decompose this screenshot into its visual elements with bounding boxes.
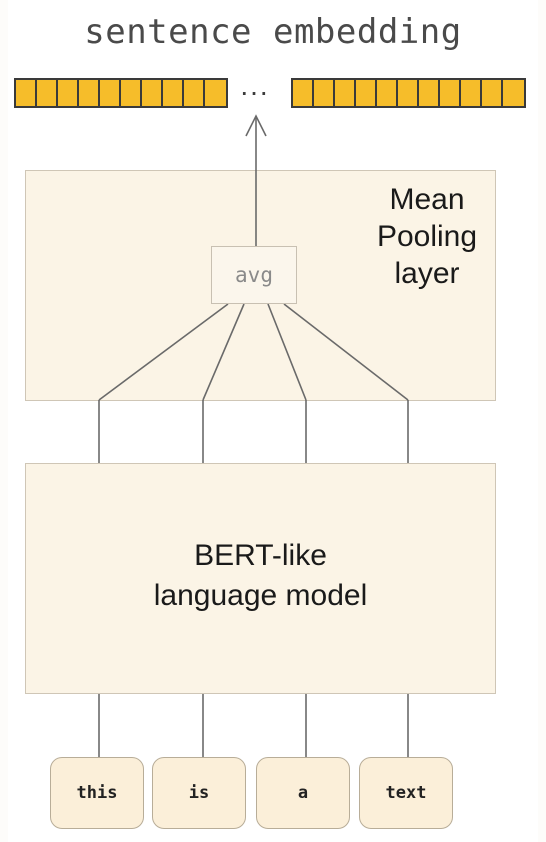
embedding-cell	[58, 80, 79, 106]
embedding-cell	[184, 80, 205, 106]
embedding-cell	[16, 80, 37, 106]
pooling-label-line: Pooling	[376, 220, 478, 253]
diagram-title: sentence embedding	[84, 12, 462, 52]
pooling-label-line: layer	[394, 257, 460, 290]
embedding-cell	[121, 80, 142, 106]
pooling-label: Mean Pooling layer	[367, 181, 487, 292]
fan-line	[267, 303, 307, 401]
embedding-cell	[335, 80, 356, 106]
embedding-cell	[377, 80, 398, 106]
embedding-cell	[293, 80, 314, 106]
token-box: a	[256, 757, 350, 829]
embedding-cell	[37, 80, 58, 106]
embedding-cell	[79, 80, 100, 106]
embedding-cell	[461, 80, 482, 106]
pooling-label-line: Mean	[389, 183, 465, 216]
diagram-frame	[8, 0, 538, 842]
language-model-box: BERT-like language model	[25, 463, 496, 694]
embedding-cell	[314, 80, 335, 106]
fan-line	[202, 303, 245, 401]
model-label-line: language model	[153, 579, 368, 612]
token-box: this	[50, 757, 144, 829]
model-label: BERT-like language model	[26, 536, 495, 616]
embedding-cell	[503, 80, 524, 106]
fan-line	[98, 303, 229, 401]
arrowhead-icon	[245, 114, 267, 137]
avg-node: avg	[211, 246, 297, 304]
embedding-cell	[419, 80, 440, 106]
embedding-vector-right	[291, 78, 526, 108]
fan-line	[283, 303, 409, 401]
embedding-cell	[356, 80, 377, 106]
embedding-cell	[142, 80, 163, 106]
embedding-cell	[440, 80, 461, 106]
token-box: is	[152, 757, 246, 829]
embedding-cell	[482, 80, 503, 106]
token-box: text	[359, 757, 453, 829]
embedding-vector-left	[14, 78, 228, 108]
embedding-cell	[100, 80, 121, 106]
embedding-cell	[163, 80, 184, 106]
embedding-ellipsis: ...	[240, 70, 270, 101]
embedding-cell	[205, 80, 226, 106]
embedding-cell	[398, 80, 419, 106]
model-label-line: BERT-like	[194, 539, 327, 572]
